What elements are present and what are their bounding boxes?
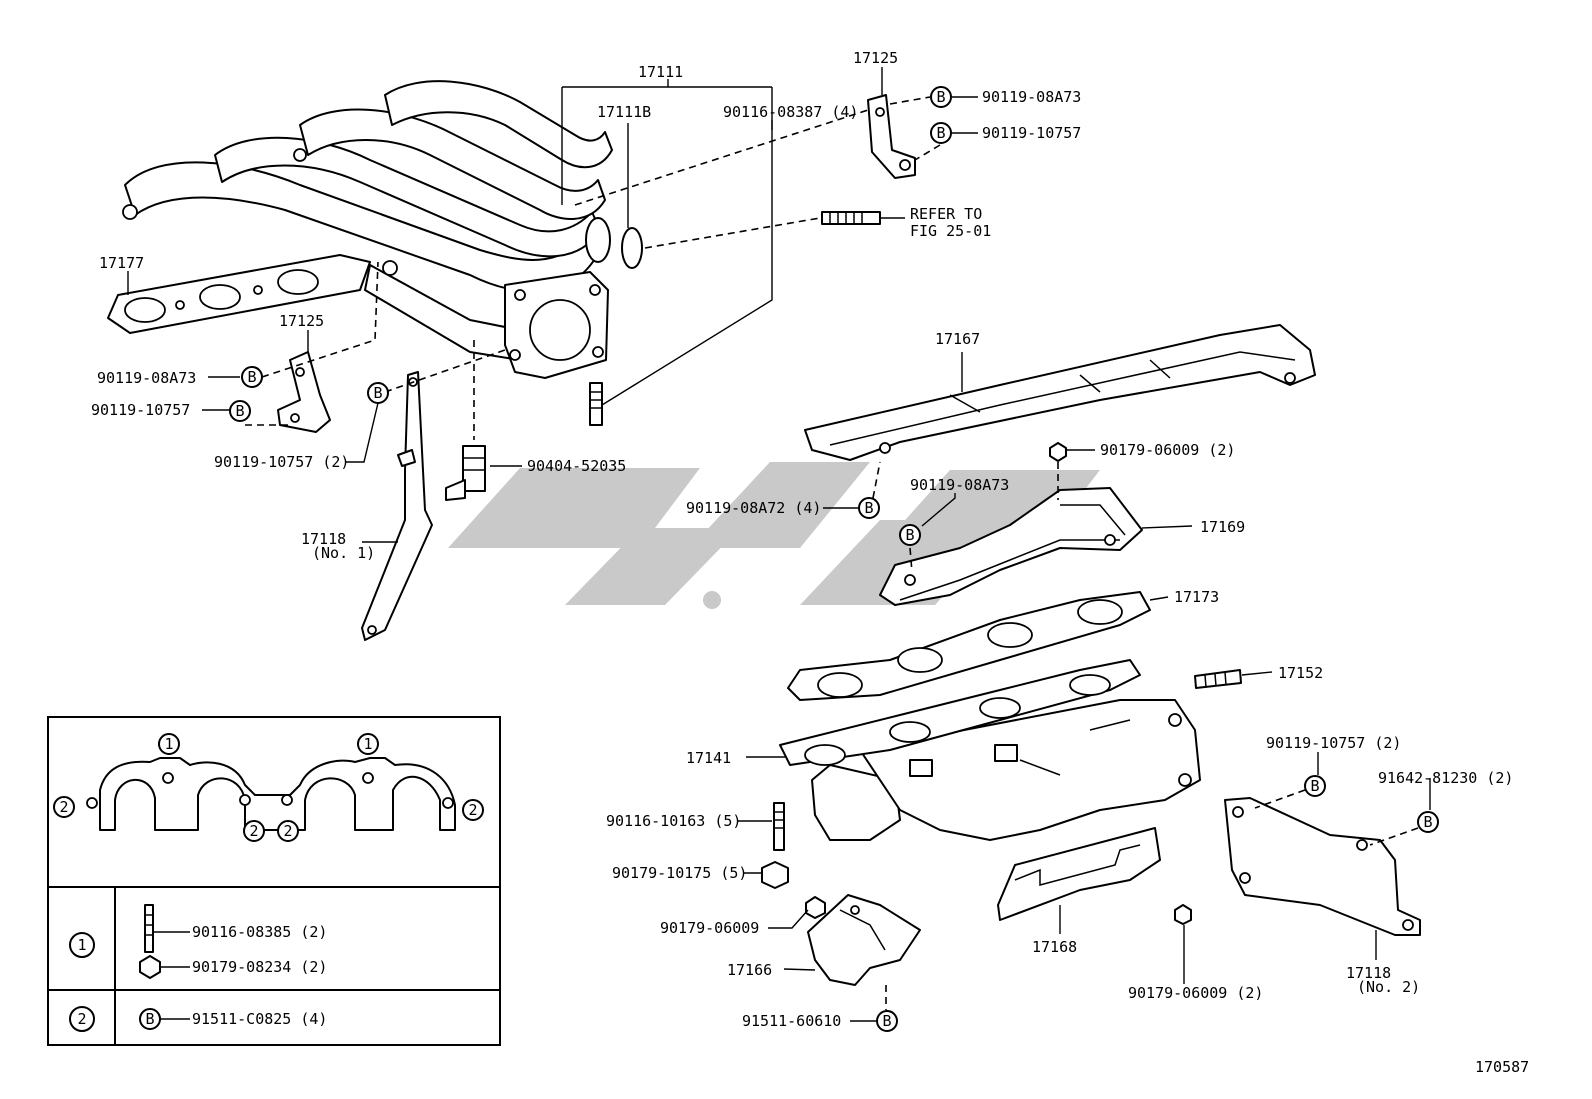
stay-17118-no1[interactable] [361, 371, 433, 641]
label-refer-line1[interactable]: REFER TO [910, 205, 982, 223]
svg-text:B: B [1423, 813, 1432, 831]
exhaust-manifold-17141[interactable] [779, 659, 1201, 841]
label-17111[interactable]: 17111 [638, 63, 683, 81]
svg-text:1: 1 [77, 936, 86, 954]
label-91642-81230[interactable]: 91642-81230 (2) [1378, 769, 1513, 787]
svg-text:B: B [936, 124, 945, 142]
label-17118-no1[interactable]: 17118 [301, 530, 346, 548]
inset-item-90179-08234[interactable]: 90179-08234 (2) [192, 958, 327, 976]
bolt-marker[interactable]: B [1304, 775, 1326, 797]
label-17152[interactable]: 17152 [1278, 664, 1323, 682]
label-90404-52035[interactable]: 90404-52035 [527, 457, 626, 475]
svg-text:B: B [373, 384, 382, 402]
inset-item-90116-08385[interactable]: 90116-08385 (2) [192, 923, 327, 941]
stay-17118-no2[interactable] [1224, 797, 1421, 936]
svg-text:B: B [864, 499, 873, 517]
stud-90116-10163[interactable] [773, 802, 785, 851]
label-17141[interactable]: 17141 [686, 749, 731, 767]
label-90116-08387[interactable]: 90116-08387 (4) [723, 103, 858, 121]
inset-item-91511-c0825[interactable]: 91511-C0825 (4) [192, 1010, 327, 1028]
sensor-90404-52035[interactable] [445, 445, 486, 501]
label-90119-10757-top[interactable]: 90119-10757 [982, 124, 1081, 142]
label-17169[interactable]: 17169 [1200, 518, 1245, 536]
svg-text:B: B [235, 402, 244, 420]
svg-text:2: 2 [59, 798, 68, 816]
label-90119-10757-left[interactable]: 90119-10757 [91, 401, 190, 419]
label-17125-top[interactable]: 17125 [853, 49, 898, 67]
label-17167[interactable]: 17167 [935, 330, 980, 348]
exhaust-gasket-17173[interactable] [787, 591, 1151, 701]
svg-text:B: B [1310, 777, 1319, 795]
bolt-marker[interactable]: B [930, 122, 952, 144]
svg-text:2: 2 [249, 822, 258, 840]
label-17166[interactable]: 17166 [727, 961, 772, 979]
svg-text:B: B [247, 368, 256, 386]
label-90179-10175[interactable]: 90179-10175 (5) [612, 864, 747, 882]
inset-row-1: 1 90116-08385 (2) 90179-08234 (2) [69, 904, 327, 979]
svg-text:B: B [882, 1012, 891, 1030]
svg-text:1: 1 [164, 735, 173, 753]
svg-text:B: B [905, 526, 914, 544]
nut-90179-06009-left[interactable] [805, 896, 826, 919]
o-ring-17111b[interactable] [621, 227, 643, 269]
svg-text:2: 2 [468, 801, 477, 819]
svg-text:B: B [145, 1010, 154, 1028]
bolt-marker[interactable]: B [876, 1010, 898, 1032]
heat-insulator-17167[interactable] [804, 324, 1316, 461]
nut-90179-06009-top[interactable] [1049, 442, 1067, 462]
label-17111b[interactable]: 17111B [597, 103, 651, 121]
heat-insulator-17168[interactable] [997, 827, 1161, 921]
intake-gasket-17177[interactable] [107, 254, 371, 334]
stud-refer[interactable] [821, 211, 881, 225]
bolt-markers: B B B B B B B B B B [229, 86, 1439, 1032]
stud-17152[interactable] [1194, 669, 1242, 689]
svg-text:2: 2 [283, 822, 292, 840]
svg-text:B: B [936, 88, 945, 106]
label-90119-08a73-left[interactable]: 90119-08A73 [97, 369, 196, 387]
bolt-marker[interactable]: B [858, 497, 880, 519]
bolt-marker[interactable]: B [241, 366, 263, 388]
part-labels: 17111 17111B 90116-08387 (4) 17125 90119… [91, 49, 1529, 1076]
label-17118-no2-sub[interactable]: (No. 2) [1357, 978, 1420, 996]
heat-insulator-17166[interactable] [807, 894, 921, 986]
leader-lines [127, 67, 1431, 1022]
label-90116-10163[interactable]: 90116-10163 (5) [606, 812, 741, 830]
figure-number: 170587 [1475, 1058, 1529, 1076]
label-90179-06009-2b[interactable]: 90179-06009 (2) [1128, 984, 1263, 1002]
nut-90179-06009-lower[interactable] [1174, 904, 1192, 925]
label-17118-no2[interactable]: 17118 [1346, 964, 1391, 982]
label-17173[interactable]: 17173 [1174, 588, 1219, 606]
label-17125-left[interactable]: 17125 [279, 312, 324, 330]
bracket-17125-top[interactable] [867, 94, 916, 179]
bolt-marker[interactable]: B [229, 400, 251, 422]
label-17177[interactable]: 17177 [99, 254, 144, 272]
label-90119-10757-right[interactable]: 90119-10757 (2) [1266, 734, 1401, 752]
label-90179-06009-2a[interactable]: 90179-06009 (2) [1100, 441, 1235, 459]
svg-text:1: 1 [363, 735, 372, 753]
label-90119-08a72[interactable]: 90119-08A72 (4) [686, 499, 821, 517]
label-91511-60610[interactable]: 91511-60610 [742, 1012, 841, 1030]
svg-text:2: 2 [77, 1010, 86, 1028]
label-90179-06009[interactable]: 90179-06009 [660, 919, 759, 937]
label-17118-no1-sub[interactable]: (No. 1) [312, 544, 375, 562]
label-17168[interactable]: 17168 [1032, 938, 1077, 956]
inset-row-2: 2 B 91511-C0825 (4) [69, 1006, 327, 1032]
bolt-marker[interactable]: B [367, 382, 389, 404]
bracket-17125-left[interactable] [277, 351, 331, 433]
label-90119-08a73-top[interactable]: 90119-08A73 [982, 88, 1081, 106]
label-90119-08a73-mid[interactable]: 90119-08A73 [910, 476, 1009, 494]
label-90119-10757-2[interactable]: 90119-10757 (2) [214, 453, 349, 471]
inset-gasket-outline [86, 757, 456, 831]
inset-callout-markers: 1 1 2 2 2 2 [53, 733, 484, 842]
label-refer-line2[interactable]: FIG 25-01 [910, 222, 991, 240]
bolt-marker[interactable]: B [1417, 811, 1439, 833]
bolt-marker[interactable]: B [899, 524, 921, 546]
nut-90179-10175[interactable] [761, 861, 789, 889]
stud-90116-08387[interactable] [589, 382, 603, 426]
bolt-marker[interactable]: B [930, 86, 952, 108]
intake-manifold-17111[interactable] [122, 80, 613, 379]
inset-detail-box: 1 1 2 2 2 2 1 90116-08385 (2) 90179-0823… [47, 716, 501, 1046]
heat-insulator-17169[interactable] [879, 487, 1143, 606]
